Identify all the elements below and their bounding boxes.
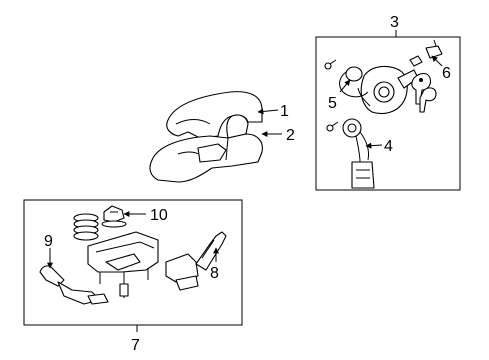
screw-2 [326, 121, 339, 132]
screw [324, 59, 337, 70]
callout-10: 10 [150, 207, 168, 224]
callout-1: 1 [280, 103, 289, 120]
callout-9: 9 [44, 233, 53, 250]
ignition-group-frame [315, 36, 461, 191]
small-connector [409, 39, 443, 67]
spring-coil [73, 213, 99, 241]
callout-6: 6 [442, 65, 451, 82]
upper-column-cover [166, 91, 263, 139]
callout-4: 4 [384, 138, 393, 155]
lower-column-cover [149, 133, 263, 183]
turn-signal-switch [39, 265, 109, 305]
clip [101, 205, 127, 228]
key-set [411, 72, 437, 113]
lock-cylinder-housing [357, 65, 419, 115]
wiper-switch [165, 231, 227, 291]
callout-8: 8 [210, 265, 219, 282]
wire-harness-ring [339, 66, 369, 98]
callout-2: 2 [286, 127, 295, 144]
ignition-switch [342, 118, 375, 189]
switch-group-frame [23, 199, 243, 326]
callout-7: 7 [131, 337, 140, 354]
callout-5: 5 [328, 95, 337, 112]
switch-body [87, 231, 159, 298]
callout-3: 3 [390, 14, 399, 31]
